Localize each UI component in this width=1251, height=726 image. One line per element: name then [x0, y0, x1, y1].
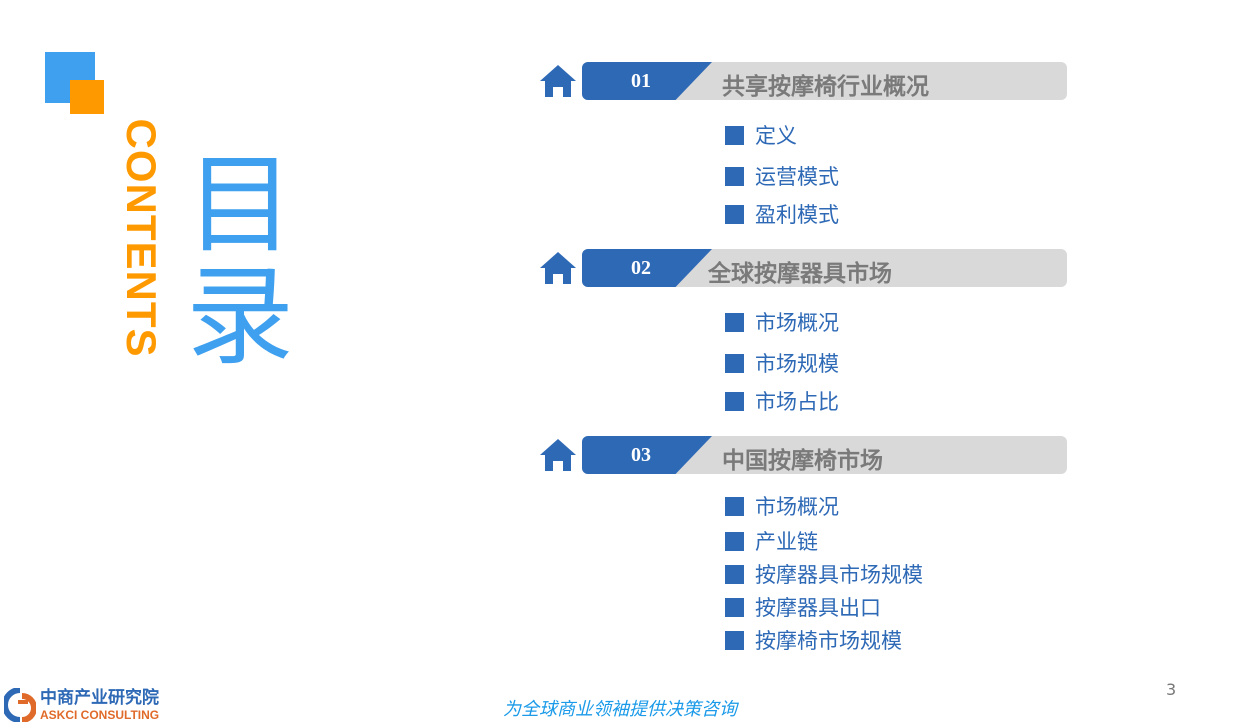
section-title: 全球按摩器具市场	[708, 261, 892, 287]
toc-item[interactable]: 定义	[725, 120, 797, 150]
bullet-square-icon	[725, 630, 744, 650]
bullet-square-icon	[725, 312, 744, 332]
toc-item-label: 定义	[755, 124, 797, 148]
bullet-square-icon	[725, 564, 744, 584]
toc-item-label: 产业链	[755, 530, 818, 554]
home-icon	[539, 438, 577, 472]
toc-item[interactable]: 市场规模	[725, 348, 839, 378]
toc-item[interactable]: 按摩器具市场规模	[725, 559, 923, 589]
toc-item-label: 运营模式	[755, 165, 839, 189]
decor-orange-square	[70, 80, 104, 114]
toc-item[interactable]: 盈利模式	[725, 199, 839, 229]
toc-item[interactable]: 市场占比	[725, 386, 839, 416]
section-number-badge: 01	[582, 62, 712, 100]
toc-item-label: 盈利模式	[755, 203, 839, 227]
footer-slogan: 为全球商业领袖提供决策咨询	[503, 699, 737, 720]
toc-item-label: 市场概况	[755, 311, 839, 335]
bullet-square-icon	[725, 391, 744, 411]
toc-item-label: 市场占比	[755, 390, 839, 414]
toc-item-label: 按摩器具市场规模	[755, 563, 923, 587]
contents-label: CONTENTS	[118, 118, 165, 358]
toc-item[interactable]: 按摩器具出口	[725, 592, 881, 622]
toc-item-label: 市场概况	[755, 495, 839, 519]
toc-item-label: 市场规模	[755, 352, 839, 376]
bullet-square-icon	[725, 125, 744, 145]
logo-en-text: ASKCI CONSULTING	[40, 707, 160, 722]
home-icon	[539, 64, 577, 98]
section-header-03[interactable]: 03 中国按摩椅市场	[582, 436, 1067, 474]
company-logo: 中商产业研究院 ASKCI CONSULTING	[2, 687, 160, 723]
toc-item-label: 按摩椅市场规模	[755, 629, 902, 653]
toc-item[interactable]: 市场概况	[725, 491, 839, 521]
bullet-square-icon	[725, 204, 744, 224]
section-header-02[interactable]: 02 全球按摩器具市场	[582, 249, 1067, 287]
toc-item[interactable]: 运营模式	[725, 161, 839, 191]
toc-item[interactable]: 按摩椅市场规模	[725, 625, 902, 655]
toc-item[interactable]: 产业链	[725, 526, 818, 556]
toc-item[interactable]: 市场概况	[725, 307, 839, 337]
section-number-badge: 03	[582, 436, 712, 474]
section-number-badge: 02	[582, 249, 712, 287]
bullet-square-icon	[725, 496, 744, 516]
bullet-square-icon	[725, 353, 744, 373]
section-number: 01	[631, 70, 651, 92]
page-number: 3	[1166, 680, 1177, 699]
section-title: 共享按摩椅行业概况	[722, 74, 929, 100]
bullet-square-icon	[725, 597, 744, 617]
title-char-1: 目	[185, 143, 294, 268]
logo-cn-text: 中商产业研究院	[40, 687, 159, 708]
section-title: 中国按摩椅市场	[722, 448, 883, 474]
bullet-square-icon	[725, 166, 744, 186]
home-icon	[539, 251, 577, 285]
page-title: 目录	[185, 150, 295, 374]
logo-icon	[2, 687, 37, 723]
section-number: 03	[631, 444, 651, 466]
title-char-2: 录	[185, 255, 294, 380]
toc-item-label: 按摩器具出口	[755, 596, 881, 620]
section-header-01[interactable]: 01 共享按摩椅行业概况	[582, 62, 1067, 100]
bullet-square-icon	[725, 531, 744, 551]
section-number: 02	[631, 257, 651, 279]
